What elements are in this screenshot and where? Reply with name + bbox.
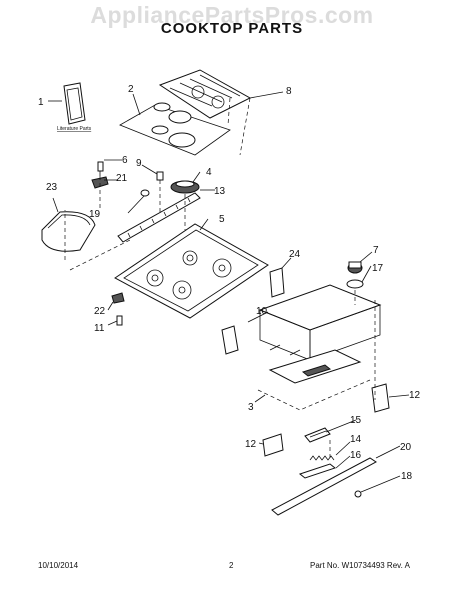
literature-label: Literature Parts xyxy=(57,126,92,132)
burner-spreader-set xyxy=(119,102,231,156)
callout-1: 1 xyxy=(38,97,44,108)
callout-10: 10 xyxy=(256,306,268,317)
knob-bezel xyxy=(346,279,364,289)
screw-11 xyxy=(116,315,123,326)
hinge-bracket xyxy=(111,292,125,304)
callout-11: 11 xyxy=(94,323,105,334)
cooktop-top xyxy=(114,223,269,319)
callout-15: 15 xyxy=(350,415,362,426)
callout-19: 19 xyxy=(89,209,101,220)
callout-18: 18 xyxy=(401,471,413,482)
control-board xyxy=(268,349,362,384)
trim-bar-20 xyxy=(271,457,377,516)
igniter xyxy=(97,161,104,176)
callout-20: 20 xyxy=(400,442,412,453)
callout-8: 8 xyxy=(286,86,292,97)
strip-16 xyxy=(298,463,337,479)
burner-base xyxy=(170,180,200,194)
footer-page-number: 2 xyxy=(229,561,234,570)
footer-date: 10/10/2014 xyxy=(38,561,79,570)
switch-15 xyxy=(304,427,331,443)
callout-5: 5 xyxy=(219,214,225,225)
spring-14 xyxy=(309,455,335,461)
callout-12-left: 12 xyxy=(245,439,257,450)
callout-12-right: 12 xyxy=(409,390,421,401)
watermark: AppliancePartsPros.com xyxy=(90,2,374,28)
callout-2: 2 xyxy=(128,84,134,95)
callout-17: 17 xyxy=(372,263,384,274)
callout-24: 24 xyxy=(289,249,301,260)
control-knob xyxy=(347,261,363,274)
screw-19 xyxy=(140,189,150,197)
callout-23: 23 xyxy=(46,182,58,193)
gas-manifold xyxy=(117,192,201,243)
literature-booklet xyxy=(63,82,86,125)
callout-14: 14 xyxy=(350,434,362,445)
page-title: COOKTOP PARTS xyxy=(160,20,304,37)
side-bracket-24 xyxy=(269,267,285,298)
callout-7: 7 xyxy=(373,245,379,256)
callout-13: 13 xyxy=(214,186,226,197)
side-bracket-12-left xyxy=(262,433,284,457)
control-panel-housing xyxy=(258,284,382,361)
side-bracket-12-right xyxy=(371,383,390,413)
callout-3: 3 xyxy=(248,402,254,413)
footer-part-number: Part No. W10734493 Rev. A xyxy=(310,561,410,570)
callout-4: 4 xyxy=(206,167,212,178)
callout-9: 9 xyxy=(136,158,142,169)
callout-21: 21 xyxy=(116,173,128,184)
callout-6: 6 xyxy=(122,155,128,166)
callout-22: 22 xyxy=(94,306,106,317)
side-bracket-10 xyxy=(221,325,239,355)
callout-16: 16 xyxy=(350,450,362,461)
orifice xyxy=(156,171,164,181)
control-panel-trim xyxy=(41,211,96,252)
screw-18 xyxy=(354,490,362,498)
